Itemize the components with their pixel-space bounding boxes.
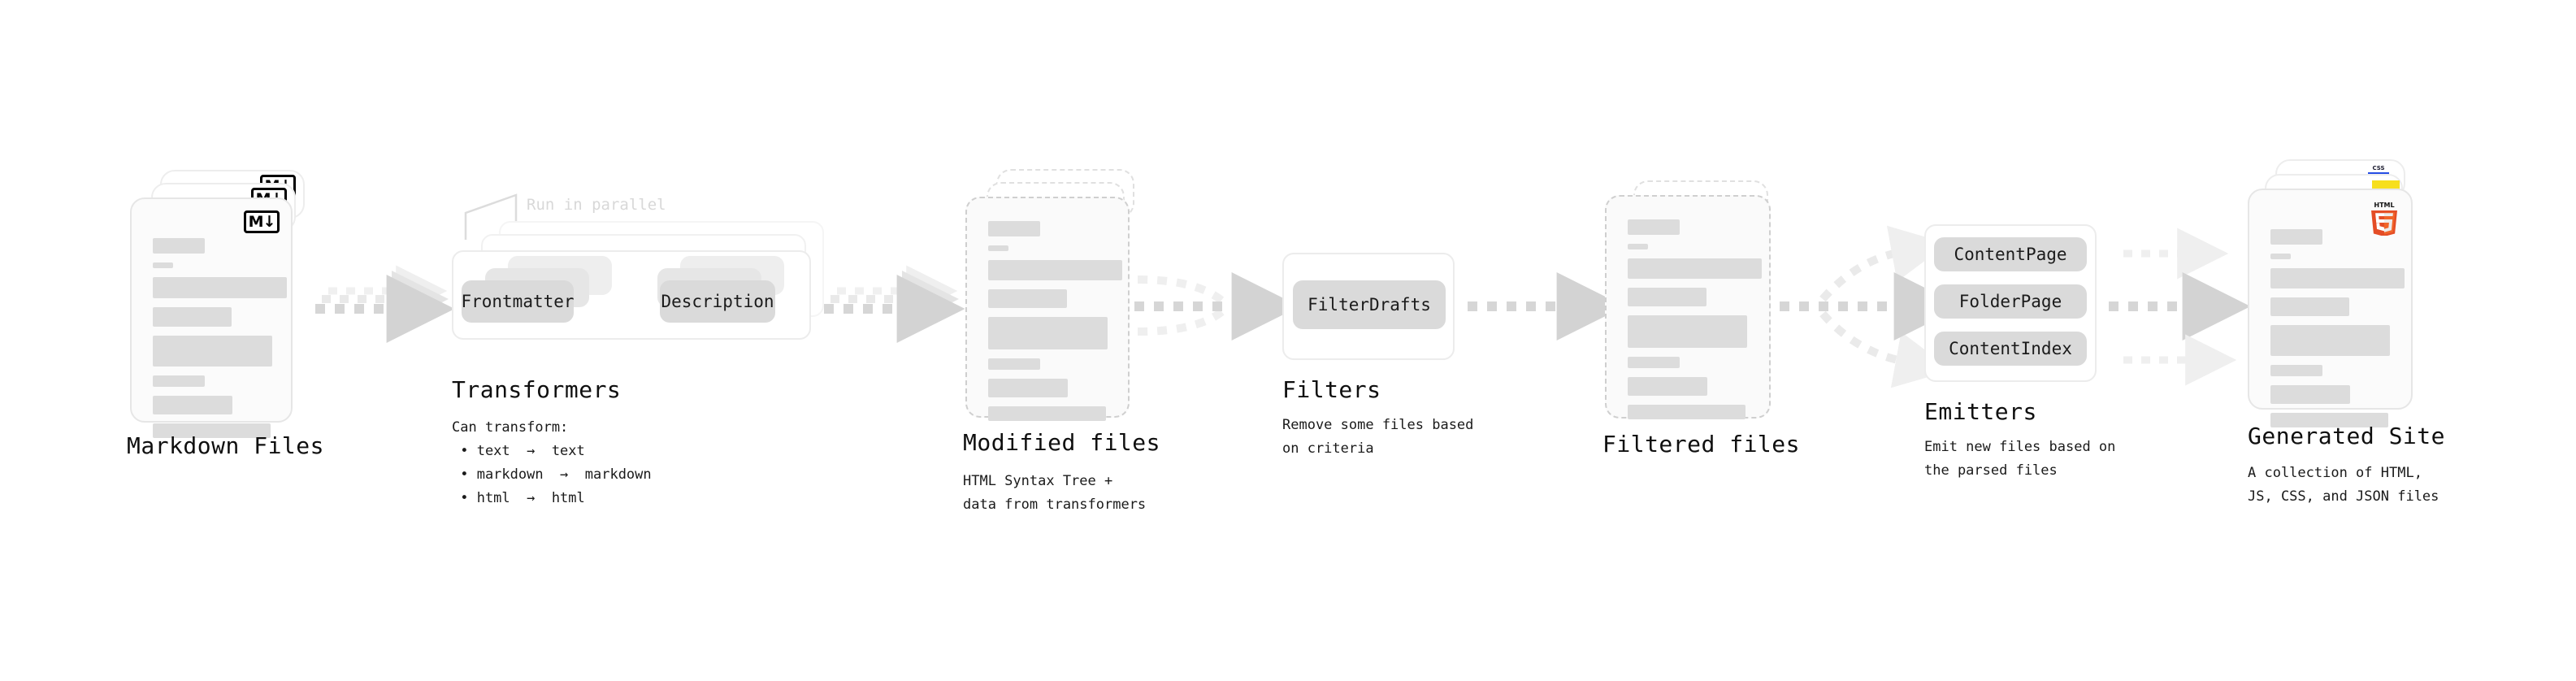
html5-logo-icon: HTML: [2371, 202, 2397, 236]
stage-caption-modified-files: HTML Syntax Tree + data from transformer…: [963, 473, 1147, 513]
css-badge: CSS: [2367, 166, 2390, 176]
stage-caption-filters: Remove some files based on criteria: [1282, 417, 1474, 457]
filtered-file-card-front: [1605, 195, 1771, 419]
stage-title-modified-files: Modified files: [963, 429, 1161, 456]
stage-title-filtered-files: Filtered files: [1602, 431, 1801, 458]
arrow-emitters-to-site: [2109, 228, 2251, 386]
doc-placeholder-bars: [2270, 229, 2405, 436]
stage-title-emitters: Emitters: [1924, 398, 2037, 425]
contentindex-chip[interactable]: ContentIndex: [1934, 332, 2087, 366]
stage-caption-generated-site: A collection of HTML, JS, CSS, and JSON …: [2248, 465, 2439, 505]
stage-title-markdown-files: Markdown Files: [127, 432, 325, 459]
filterdrafts-chip[interactable]: FilterDrafts: [1293, 280, 1446, 329]
css-badge-rule: [2368, 172, 2389, 175]
stage-title-generated-site: Generated Site: [2248, 423, 2446, 449]
stage-caption-emitters: Emit new files based on the parsed files: [1924, 439, 2116, 479]
markdown-badge-front: M↓: [244, 210, 280, 233]
stage-title-filters: Filters: [1282, 376, 1381, 403]
arrow-md-to-transformers: [315, 265, 455, 343]
html5-badge: HTML: [2369, 200, 2400, 236]
svg-text:HTML: HTML: [2374, 202, 2394, 209]
modified-file-card-front: [965, 197, 1130, 421]
run-in-parallel-note: Run in parallel: [527, 196, 666, 214]
doc-placeholder-bars: [153, 238, 287, 447]
arrow-transformers-to-modified: [824, 265, 965, 343]
stage-title-transformers: Transformers: [452, 376, 622, 403]
description-chip[interactable]: Description: [660, 280, 775, 323]
css-badge-label: CSS: [2372, 165, 2385, 171]
doc-placeholder-bars: [1628, 219, 1762, 428]
arrow-modified-to-filters: [1134, 272, 1300, 340]
arrow-filtered-to-emitters: [1780, 225, 1962, 388]
folderpage-chip[interactable]: FolderPage: [1934, 284, 2087, 319]
doc-placeholder-bars: [988, 221, 1122, 430]
contentpage-chip[interactable]: ContentPage: [1934, 237, 2087, 271]
stage-caption-transformers: Can transform: • text → text • markdown …: [452, 419, 652, 506]
frontmatter-chip[interactable]: Frontmatter: [461, 280, 575, 323]
markdown-file-card-front: M↓: [130, 197, 293, 438]
site-file-card-html: HTML: [2248, 189, 2413, 427]
